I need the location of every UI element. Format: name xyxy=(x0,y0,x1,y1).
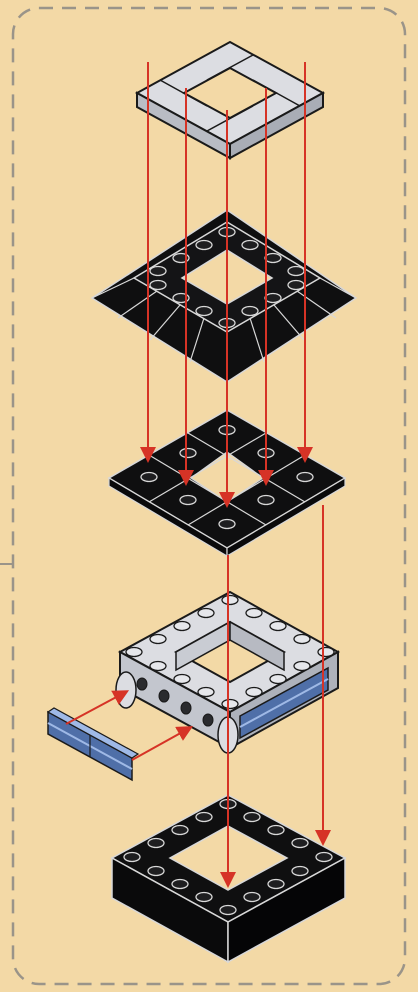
assembly-diagram xyxy=(0,0,418,992)
